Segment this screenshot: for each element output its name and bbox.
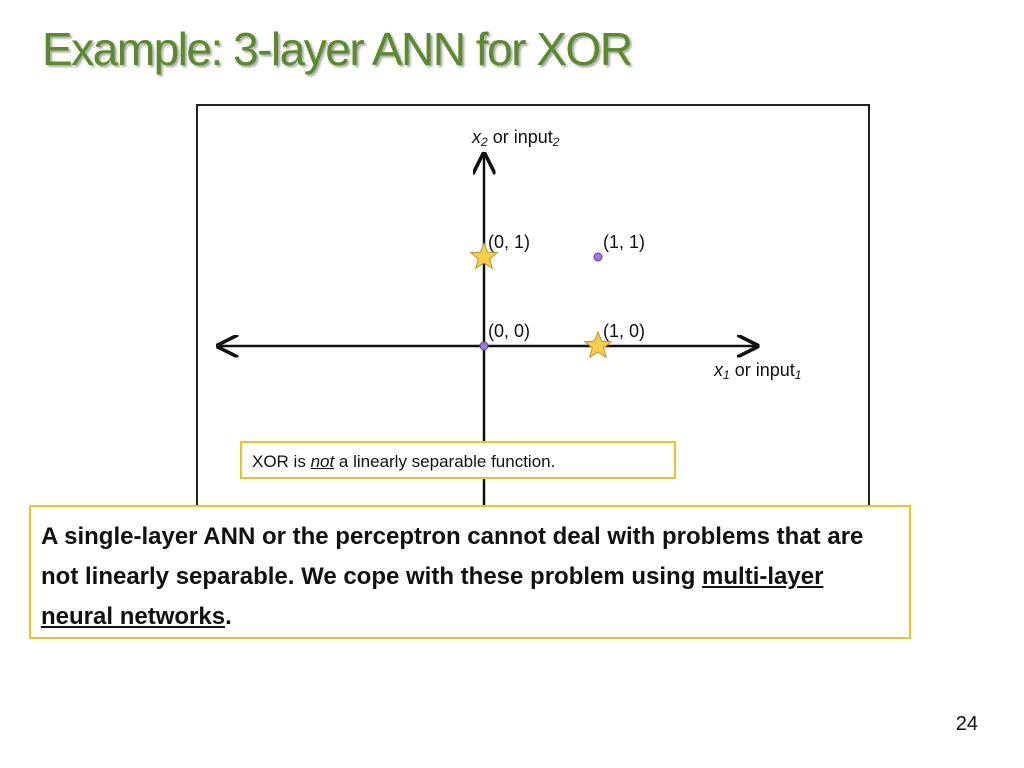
page-number: 24 bbox=[955, 713, 978, 735]
x-axis-label: x1 or input1 bbox=[714, 360, 802, 382]
dot-icon bbox=[479, 341, 489, 351]
xor-note: XOR is not a linearly separable function… bbox=[240, 441, 676, 479]
point-label-1-0: (1, 0) bbox=[603, 321, 646, 341]
star-icon bbox=[583, 330, 613, 359]
not-emphasis: not bbox=[310, 452, 335, 471]
y-axis-label: x2 or input2 bbox=[472, 127, 560, 149]
point-label-0-0: (0, 0) bbox=[488, 321, 531, 341]
callout-box: A single-layer ANN or the perceptron can… bbox=[29, 505, 911, 639]
star-icon bbox=[469, 241, 499, 270]
dot-icon bbox=[593, 252, 603, 262]
point-label-1-1: (1, 1) bbox=[603, 232, 646, 252]
point-label-0-1: (0, 1) bbox=[488, 232, 531, 252]
slide-title: Example: 3-layer ANN for XOR bbox=[42, 23, 633, 75]
multi-layer-link[interactable]: multi-layer neural networks bbox=[41, 563, 824, 630]
